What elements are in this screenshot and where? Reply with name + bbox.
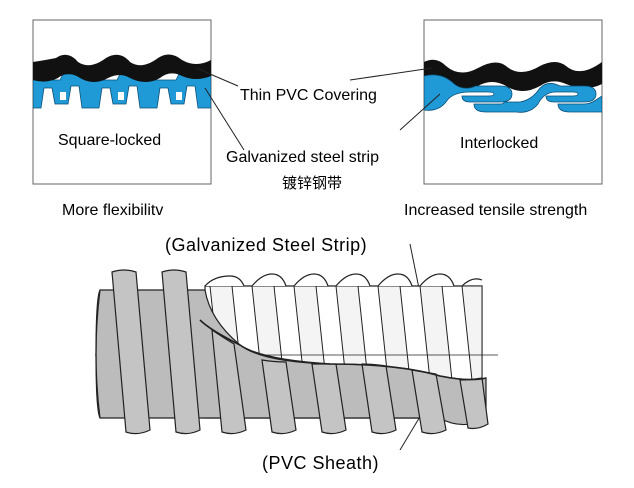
label-thin-pvc-covering: Thin PVC Covering <box>240 87 377 104</box>
label-increased-tensile-strength: Increased tensile strength <box>404 202 587 219</box>
callout-galvanized-steel-strip: (Galvanized Steel Strip) <box>165 235 367 255</box>
callout-pvc-sheath: (PVC Sheath) <box>262 453 379 473</box>
conduit-cutaway <box>95 269 498 435</box>
right-steel-strip <box>424 74 602 113</box>
label-more-flexibility: More flexibilitv <box>62 202 163 219</box>
left-pvc-covering <box>33 54 211 82</box>
steel-crests <box>204 273 483 287</box>
label-galvanized-steel-strip: Galvanized steel strip <box>226 149 379 166</box>
square-locked-detail-box <box>32 19 212 185</box>
sheath-ribs <box>111 269 489 435</box>
label-square-locked: Square-locked <box>58 132 161 149</box>
interlocked-detail-box <box>423 19 603 185</box>
label-galvanized-steel-strip-cn: 镀锌钢带 <box>282 175 342 192</box>
label-interlocked: Interlocked <box>460 135 538 152</box>
right-pvc-covering <box>424 59 602 91</box>
